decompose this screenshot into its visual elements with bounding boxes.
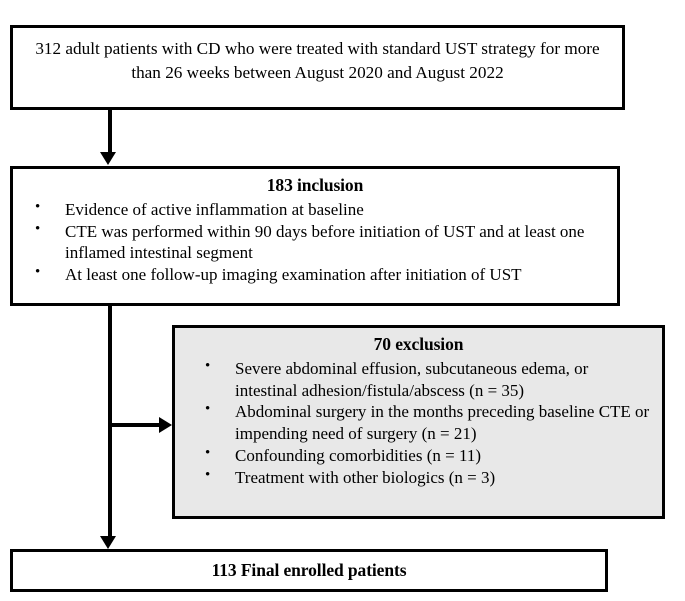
inclusion-title: 183 inclusion xyxy=(266,175,364,195)
inclusion-criterion-item: Evidence of active inflammation at basel… xyxy=(21,198,609,221)
screened-population-text: 312 adult patients with CD who were trea… xyxy=(35,39,600,83)
inclusion-criterion-item: CTE was performed within 90 days before … xyxy=(21,220,609,265)
connector-inclusion-to-final-line xyxy=(108,306,112,538)
node-inclusion: 183 inclusion Evidence of active inflamm… xyxy=(10,166,620,306)
node-screened-population: 312 adult patients with CD who were trea… xyxy=(10,25,625,110)
final-enrolled-title: 113 Final enrolled patients xyxy=(211,559,407,580)
exclusion-criterion-item: Confounding comorbidities (n = 11) xyxy=(183,444,654,467)
exclusion-title: 70 exclusion xyxy=(373,334,464,354)
connector-inclusion-to-final-arrowhead xyxy=(100,536,116,549)
inclusion-criterion-item: At least one follow-up imaging examinati… xyxy=(21,263,609,286)
connector-branch-to-exclusion-line xyxy=(110,423,162,427)
node-exclusion: 70 exclusion Severe abdominal effusion, … xyxy=(172,325,665,519)
exclusion-criteria-list: Severe abdominal effusion, subcutaneous … xyxy=(183,357,654,489)
connector-branch-to-exclusion-arrowhead xyxy=(159,417,172,433)
node-final-enrolled: 113 Final enrolled patients xyxy=(10,549,608,592)
inclusion-criteria-list: Evidence of active inflammation at basel… xyxy=(21,198,609,286)
exclusion-criterion-item: Abdominal surgery in the months precedin… xyxy=(183,400,654,445)
exclusion-criterion-item: Severe abdominal effusion, subcutaneous … xyxy=(183,357,654,402)
exclusion-criterion-item: Treatment with other biologics (n = 3) xyxy=(183,466,654,489)
connector-screened-to-inclusion-line xyxy=(108,110,112,154)
connector-screened-to-inclusion-arrowhead xyxy=(100,152,116,165)
